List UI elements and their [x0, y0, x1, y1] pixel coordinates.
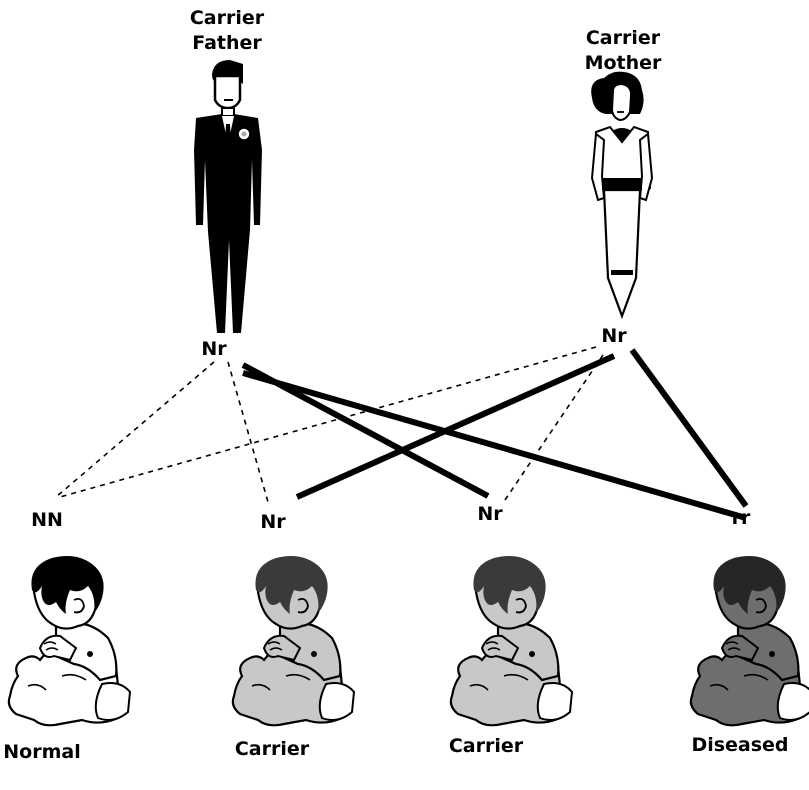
- father-figure: [194, 60, 262, 333]
- baby-diseased: [689, 554, 809, 727]
- child-4-genotype: rr: [732, 507, 751, 529]
- father-genotype: Nr: [201, 338, 227, 360]
- baby-normal: [7, 554, 132, 727]
- mother-figure: [590, 71, 654, 320]
- mother-title-line2: Mother: [585, 52, 662, 74]
- child-3-genotype: Nr: [477, 503, 503, 525]
- child-2-label: Carrier: [235, 738, 310, 760]
- allele-line-mother-to-rr: [629, 348, 749, 508]
- child-2-genotype: Nr: [260, 511, 286, 533]
- father-title-line2: Father: [192, 32, 262, 54]
- allele-line-mother-to-nr-2: [504, 354, 604, 501]
- father-title-line1: Carrier: [190, 7, 265, 29]
- mother-title-line1: Carrier: [586, 27, 661, 49]
- child-1-label: Normal: [3, 741, 80, 763]
- baby-carrier-2: [449, 554, 574, 727]
- allele-line-father-to-nn: [55, 361, 215, 498]
- child-4-label: Diseased: [691, 734, 788, 756]
- allele-line-mother-to-nr-1: [295, 353, 616, 500]
- child-3-label: Carrier: [449, 735, 524, 757]
- allele-line-father-to-nr-1: [227, 361, 269, 503]
- mother-genotype: Nr: [601, 325, 627, 347]
- allele-line-mother-to-nn: [59, 346, 597, 498]
- child-1-genotype: NN: [31, 509, 63, 531]
- allele-line-father-to-rr: [242, 370, 747, 521]
- baby-carrier-1: [231, 554, 356, 727]
